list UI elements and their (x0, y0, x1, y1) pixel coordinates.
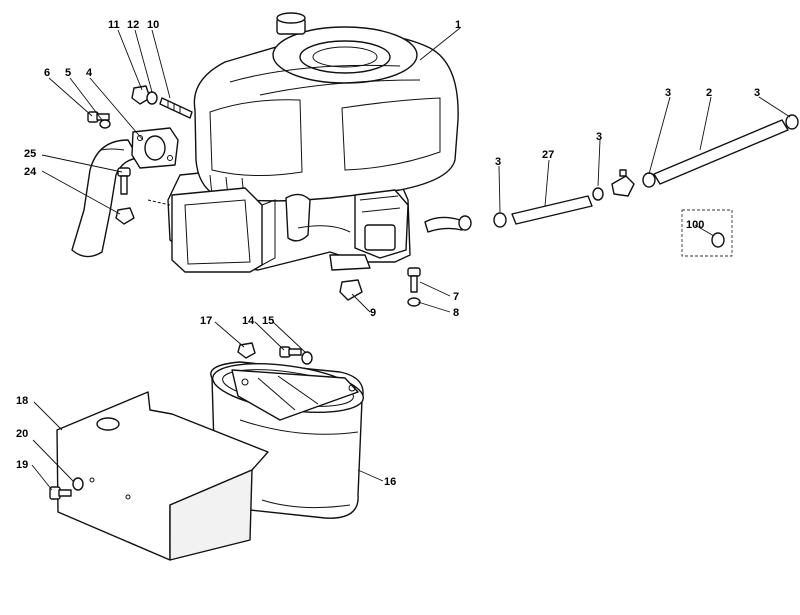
label-17: 17 (200, 315, 212, 327)
label-12: 12 (127, 19, 139, 31)
hose-clamp-part-100 (711, 232, 725, 248)
fuel-filter (611, 169, 635, 197)
optional-kit-box (681, 209, 733, 257)
hose-clamp-part-3c (642, 172, 656, 188)
nut-part-11 (131, 85, 151, 105)
label-14: 14 (242, 315, 255, 327)
fuel-hose-part-2 (653, 119, 789, 185)
washer-part-5 (99, 119, 111, 129)
label-1: 1 (455, 19, 461, 31)
label-19: 19 (16, 459, 28, 471)
fuel-hose-part-27 (511, 195, 593, 225)
label-7: 7 (453, 291, 459, 303)
label-11: 11 (108, 19, 120, 31)
nut-part-17 (237, 342, 256, 359)
label-27: 27 (542, 149, 554, 161)
carb-fuel-inlet (424, 216, 463, 233)
label-16: 16 (384, 476, 396, 488)
leader-lines (31, 27, 791, 491)
label-6: 6 (44, 67, 50, 79)
hose-clamp-part-3d (785, 114, 799, 130)
label-2: 2 (706, 87, 712, 99)
label-100: 100 (686, 219, 704, 231)
washer-part-15 (301, 351, 313, 365)
label-15: 15 (262, 315, 274, 327)
label-3-top-mid: 3 (665, 87, 671, 99)
part-labels: 1 2 3 3 3 3 27 4 5 6 11 12 10 25 24 7 8 … (16, 19, 760, 488)
engine-part-1 (167, 12, 459, 273)
washer-part-8 (407, 297, 421, 307)
washer-part-12 (146, 91, 158, 105)
bolt-part-7 (407, 267, 421, 293)
washer-part-20 (72, 477, 84, 491)
label-3-top-right: 3 (754, 87, 760, 99)
label-24: 24 (24, 166, 37, 178)
cover-part-18 (56, 391, 269, 561)
gasket-part-4 (131, 127, 179, 169)
label-5: 5 (65, 67, 71, 79)
hose-clamp-inlet (458, 215, 472, 231)
label-20: 20 (16, 428, 28, 440)
nut-part-24 (115, 207, 135, 225)
label-3-middle: 3 (596, 131, 602, 143)
label-9: 9 (370, 307, 376, 319)
stud-part-10 (159, 97, 193, 119)
spacer-part-9 (339, 279, 363, 301)
exhaust-pipe-part (71, 139, 139, 258)
hose-clamp-part-3b (592, 187, 604, 201)
label-3-left: 3 (495, 156, 501, 168)
screw-part-14 (279, 346, 302, 358)
label-25: 25 (24, 148, 36, 160)
label-10: 10 (147, 19, 159, 31)
bolt-part-25 (117, 167, 131, 195)
label-8: 8 (453, 307, 459, 319)
screw-part-19 (49, 486, 72, 500)
label-4: 4 (86, 67, 93, 79)
label-18: 18 (16, 395, 28, 407)
hose-clamp-part-3a (493, 212, 507, 228)
